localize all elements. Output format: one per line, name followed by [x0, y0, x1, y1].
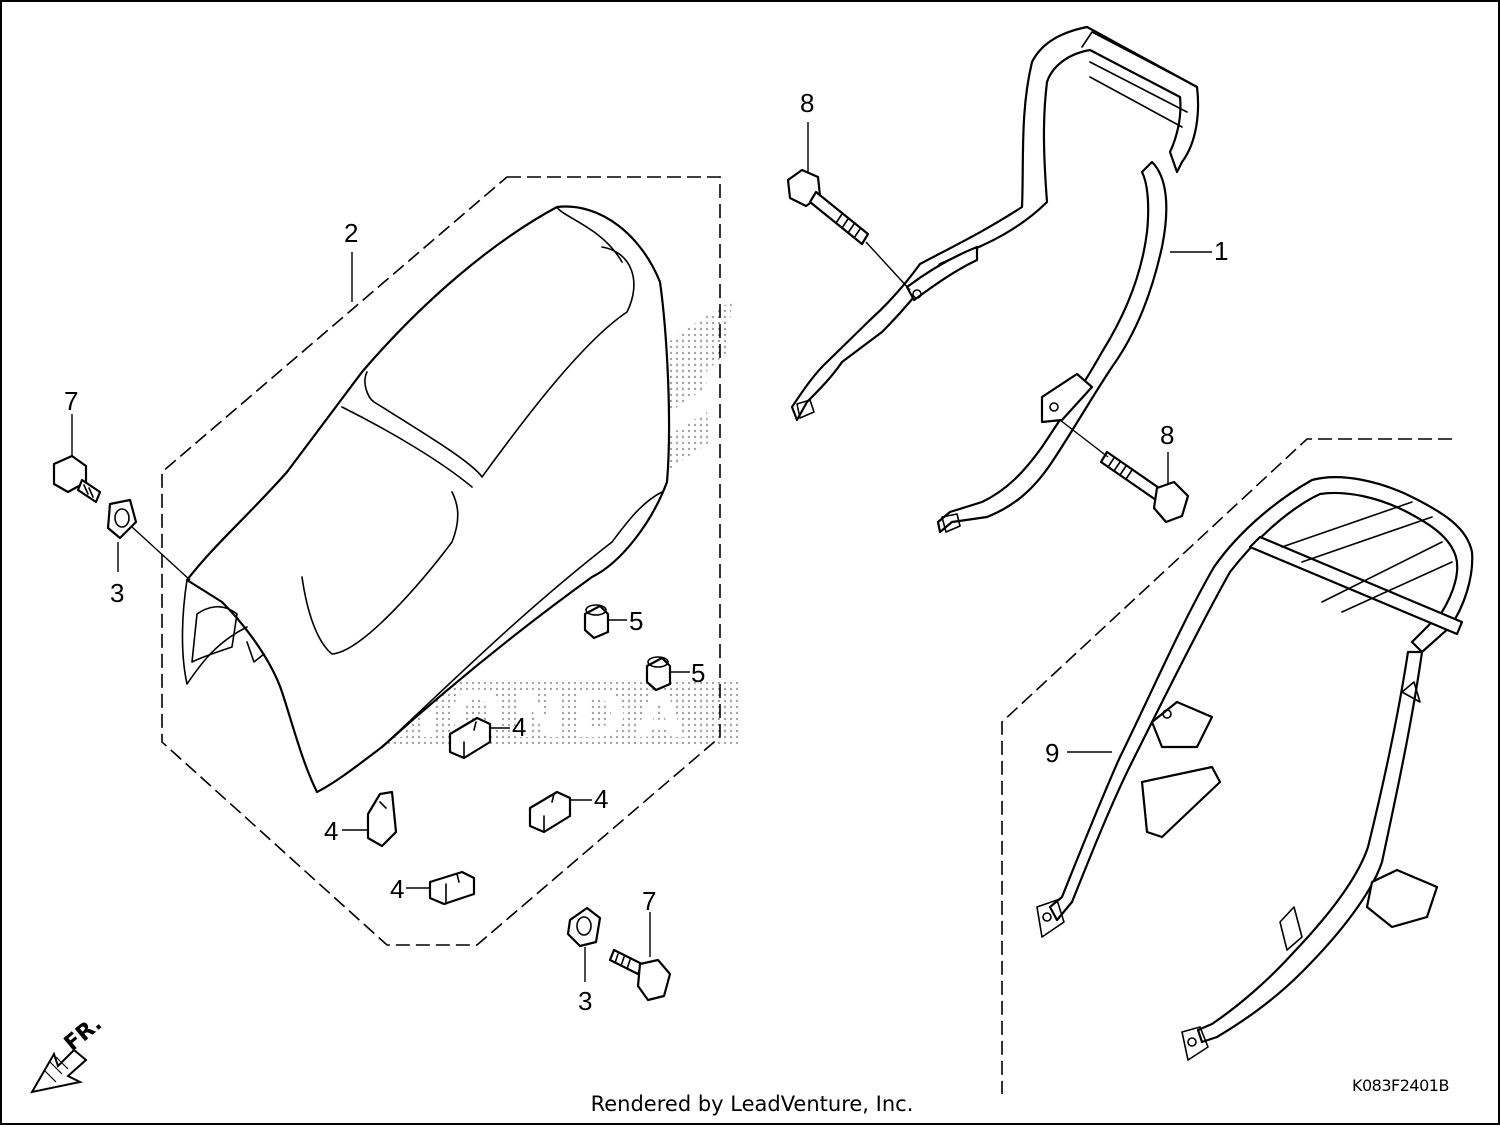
callout-leaders [71, 122, 1212, 982]
bolt-8-lower[interactable] [1099, 450, 1190, 524]
callout-4-b: 4 [594, 784, 608, 814]
leader-washer-to-seat [131, 526, 191, 581]
carrier-boundary [1001, 438, 1452, 1094]
front-label: FR. [60, 1011, 107, 1056]
callout-8-upper: 8 [800, 88, 814, 118]
seat-stopper-4-d[interactable] [428, 870, 476, 906]
seat-assembly-boundary [161, 176, 721, 946]
washer-3-upper[interactable] [106, 498, 138, 540]
leader-bolt8-lower [1059, 419, 1109, 458]
callout-4-c: 4 [324, 816, 338, 846]
seat-stopper-4-c[interactable] [366, 790, 398, 848]
seat-stopper-4-b[interactable] [528, 790, 572, 834]
diagram-code: K083F2401B [1352, 1076, 1449, 1095]
washer-3-lower[interactable] [566, 906, 602, 948]
callout-4-a: 4 [512, 712, 526, 742]
seat[interactable] [181, 205, 671, 794]
callout-5-lower: 5 [691, 658, 705, 688]
callout-9: 9 [1045, 738, 1059, 768]
cushion-rubber-5-lower[interactable] [645, 656, 672, 692]
callout-2: 2 [344, 218, 358, 248]
footer-credit: Rendered by LeadVenture, Inc. [590, 1092, 914, 1116]
bolt-8-upper[interactable] [786, 168, 870, 246]
callout-7-upper: 7 [64, 386, 78, 416]
leader-bolt8-upper [865, 241, 911, 291]
callout-labels: 1 2 3 3 4 4 4 4 5 5 7 7 8 8 9 [64, 88, 1228, 1016]
callout-3-upper: 3 [110, 578, 124, 608]
callout-7-lower: 7 [642, 886, 656, 916]
rear-grab-rail[interactable] [790, 25, 1200, 534]
cushion-rubber-5-upper[interactable] [583, 604, 610, 640]
bolt-7-upper[interactable] [52, 454, 102, 504]
callout-1: 1 [1214, 236, 1228, 266]
bolt-7-lower[interactable] [608, 948, 672, 1002]
callout-5-upper: 5 [629, 606, 643, 636]
callout-8-lower: 8 [1160, 420, 1174, 450]
front-direction-arrow: FR. [30, 1011, 107, 1094]
callout-3-lower: 3 [578, 986, 592, 1016]
rear-carrier[interactable] [1036, 476, 1474, 1061]
callout-4-d: 4 [390, 874, 404, 904]
seat-stopper-4-a[interactable] [448, 716, 492, 760]
